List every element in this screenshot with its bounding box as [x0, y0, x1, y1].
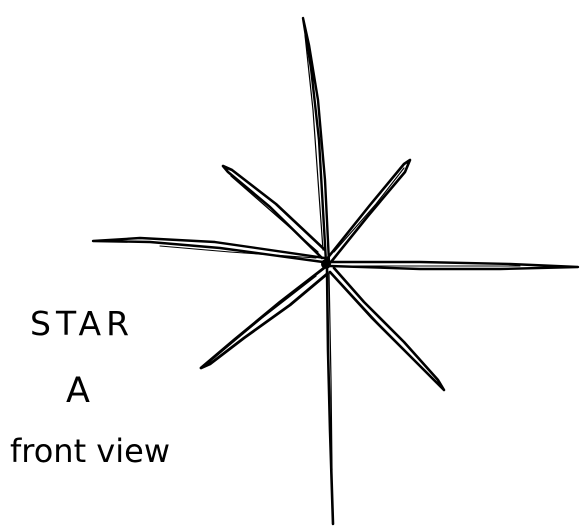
label-front-view: front view [10, 432, 170, 470]
label-star: STAR [30, 304, 134, 343]
star-label: STAR A front view [10, 304, 170, 470]
star-ray-lower-right [330, 268, 444, 390]
star-ray-lower-right-inner [340, 282, 432, 378]
star-ray-left-inner [160, 246, 316, 258]
label-a: A [66, 371, 90, 411]
star-center [321, 259, 331, 269]
star-ray-lower-left-inner [214, 276, 316, 358]
star-ray-upper-left-inner [231, 176, 318, 252]
star-ray-upper-right-inner [334, 168, 404, 252]
